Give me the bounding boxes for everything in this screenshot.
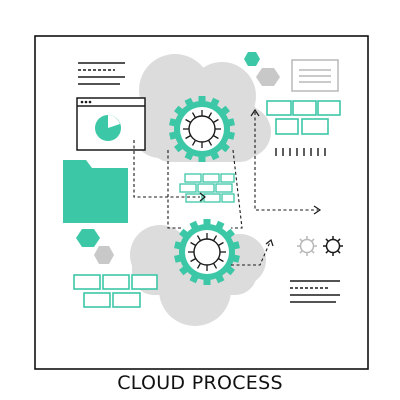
illustration-frame (34, 35, 369, 370)
dashed-connectors (133, 112, 318, 266)
gear-spoke (207, 139, 213, 146)
caption-title: CLOUD PROCESS (117, 372, 283, 394)
gear-spoke (190, 241, 197, 247)
text-lines-bottom-right (290, 280, 340, 303)
tick-marks (275, 148, 326, 156)
gear-tooth (198, 153, 206, 162)
gear-spoke (212, 134, 219, 140)
text-lines-top-left (78, 62, 125, 85)
gear-spoke (191, 112, 197, 119)
gear-spoke (185, 118, 192, 124)
gear-spoke (212, 262, 218, 269)
gear-spoke (217, 241, 224, 247)
small-gear-icon-gray (297, 236, 317, 256)
gear-spoke (217, 257, 224, 263)
gear-spoke (190, 257, 197, 263)
brick-grid-bottom-left (73, 274, 158, 308)
hexagon-icon-teal-bottom (76, 229, 100, 247)
gear-tooth (203, 276, 211, 285)
gear-rim (325, 238, 341, 254)
brick-grid-right (266, 100, 341, 135)
brick-grid-center (179, 173, 235, 203)
gear-spoke (185, 134, 192, 140)
gear-spoke (207, 112, 213, 119)
hexagon-icon-gray-top (256, 68, 280, 86)
gear-icon-bottom (174, 219, 240, 285)
folder-icon (63, 160, 128, 223)
gear-spoke (196, 235, 202, 242)
hexagon-icon-gray-bottom (94, 246, 114, 264)
gear-spoke (196, 262, 202, 269)
hexagon-icon-teal-top (244, 52, 260, 66)
gear-spoke (212, 118, 219, 124)
gear-tooth (203, 219, 211, 228)
gear-rim (299, 238, 315, 254)
small-gear-icon-dark (323, 236, 343, 256)
gear-icon-top (169, 96, 235, 162)
gear-tooth (198, 96, 206, 105)
pie-chart-icon (95, 115, 121, 141)
arrowheads (199, 108, 322, 247)
gear-spoke (191, 139, 197, 146)
document-icon (291, 59, 339, 92)
gear-spoke (212, 235, 218, 242)
